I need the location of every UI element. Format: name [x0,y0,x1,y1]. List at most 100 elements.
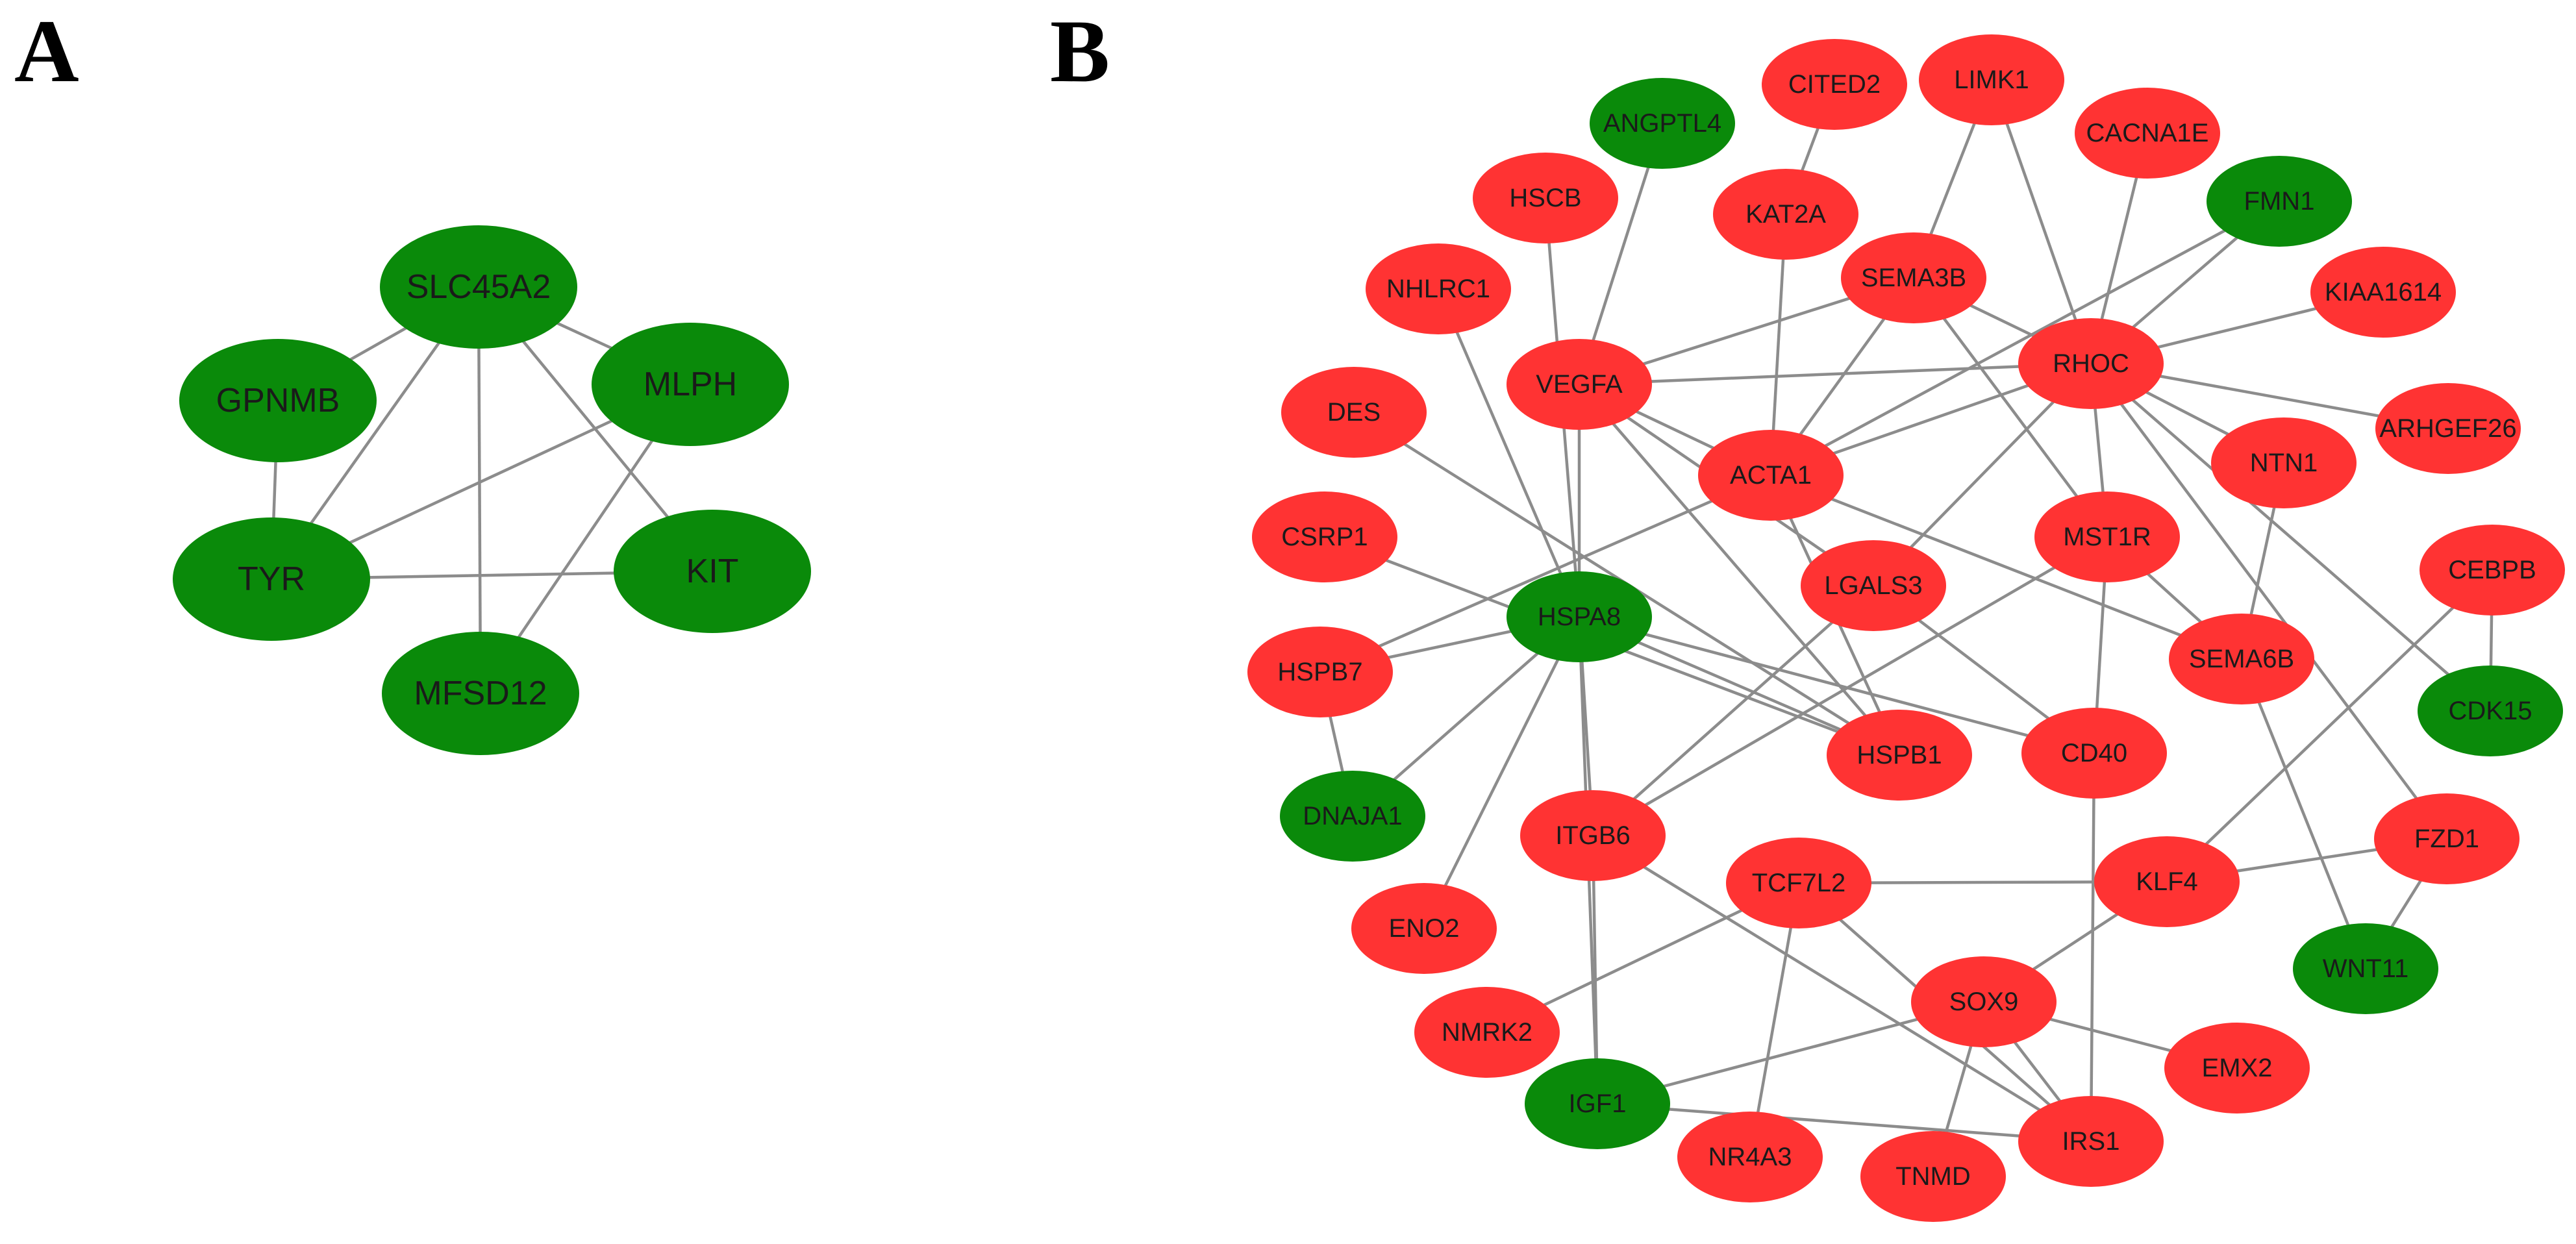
node-cd40: CD40 [2021,708,2167,799]
node-mst1r-label: MST1R [2063,523,2151,551]
node-rhoc-label: RHOC [2053,349,2129,378]
node-irs1-label: IRS1 [2062,1127,2120,1156]
node-mst1r-shape [2034,491,2180,582]
edge-acta1-hspb7 [1319,473,1771,674]
node-sema3b-label: SEMA3B [1861,264,1966,292]
node-mst1r: MST1R [2034,491,2180,582]
node-nhlrc1-label: NHLRC1 [1386,275,1490,303]
node-kat2a: KAT2A [1713,169,1858,260]
node-slc45a2-shape [380,225,577,349]
node-gpnmb-label: GPNMB [216,382,340,419]
node-nhlrc1: NHLRC1 [1366,243,1511,334]
node-fmn1: FMN1 [2207,156,2352,247]
node-dnaja1-shape [1280,771,1425,862]
node-cebpb: CEBPB [2420,525,2565,616]
node-itgb6-label: ITGB6 [1555,821,1631,850]
node-limk1-shape [1919,34,2064,125]
node-sema3b-shape [1841,232,1986,323]
node-limk1: LIMK1 [1919,34,2064,125]
node-mfsd12-label: MFSD12 [414,675,547,712]
node-tnmd-label: TNMD [1895,1162,1971,1191]
node-cited2-label: CITED2 [1788,70,1881,99]
node-irs1: IRS1 [2018,1096,2164,1187]
node-cited2-shape [1762,39,1907,130]
node-kit: KIT [614,510,811,633]
node-cebpb-shape [2420,525,2565,616]
node-gpnmb: GPNMB [179,339,377,462]
node-angptl4: ANGPTL4 [1590,78,1735,169]
node-klf4-shape [2094,836,2240,927]
node-hspa8-shape [1507,571,1652,662]
edge-vegfa-hspb1 [1578,383,1901,756]
node-rhoc-shape [2018,318,2164,409]
edge-igf1-irs1 [1597,1102,2092,1143]
node-angptl4-shape [1590,78,1735,169]
node-wnt11: WNT11 [2293,923,2438,1014]
node-cacna1e-label: CACNA1E [2086,119,2209,147]
node-hspb1: HSPB1 [1827,710,1972,801]
node-kat2a-shape [1713,169,1858,260]
node-sox9: SOX9 [1911,956,2057,1047]
node-kiaa1614-shape [2310,247,2456,338]
node-klf4: KLF4 [2094,836,2240,927]
node-dnaja1: DNAJA1 [1280,771,1425,862]
edge-rhoc-cdk15 [2090,362,2492,712]
node-hspa8: HSPA8 [1507,571,1652,662]
node-cdk15: CDK15 [2418,666,2563,756]
node-lgals3: LGALS3 [1801,540,1946,631]
node-lgals3-shape [1801,540,1946,631]
node-ntn1: NTN1 [2211,417,2357,508]
node-tyr-label: TYR [238,560,305,598]
node-hscb-label: HSCB [1509,184,1581,212]
node-limk1-label: LIMK1 [1954,66,2029,94]
node-slc45a2: SLC45A2 [380,225,577,349]
edge-limk1-rhoc [1990,79,2093,364]
node-mfsd12-shape [382,632,579,755]
node-tcf7l2-shape [1726,838,1871,928]
node-cacna1e: CACNA1E [2075,88,2220,179]
node-mlph: MLPH [592,323,789,446]
node-nmrk2: NMRK2 [1414,987,1560,1078]
node-csrp1-shape [1252,491,1397,582]
node-arhgef26-label: ARHGEF26 [2379,414,2516,443]
node-nr4a3-label: NR4A3 [1708,1143,1792,1171]
node-hspa8-label: HSPA8 [1538,603,1621,631]
edge-hspa8-cd40 [1579,615,2095,755]
node-nhlrc1-shape [1366,243,1511,334]
node-cdk15-shape [2418,666,2563,756]
node-acta1: ACTA1 [1698,430,1844,521]
node-kit-label: KIT [686,553,739,590]
node-fzd1-label: FZD1 [2414,825,2479,853]
node-tnmd-shape [1860,1131,2006,1222]
node-mlph-label: MLPH [644,366,737,403]
node-des-shape [1281,367,1427,458]
edge-acta1-sema6b [1770,473,2242,661]
node-vegfa: VEGFA [1507,339,1652,430]
node-fmn1-shape [2207,156,2352,247]
node-hspb1-shape [1827,710,1972,801]
edge-vegfa-rhoc [1579,362,2092,386]
node-des-label: DES [1327,398,1381,427]
node-cacna1e-shape [2075,88,2220,179]
node-sox9-shape [1911,956,2057,1047]
node-kiaa1614: KIAA1614 [2310,247,2456,338]
node-kit-shape [614,510,811,633]
edge-lgals3-itgb6 [1592,584,1875,837]
node-fzd1-shape [2374,793,2520,884]
node-ntn1-label: NTN1 [2250,449,2318,477]
node-ntn1-shape [2211,417,2357,508]
node-igf1: IGF1 [1525,1058,1670,1149]
edge-cd40-irs1 [2089,753,2096,1142]
node-hspb7-label: HSPB7 [1277,658,1362,686]
node-sox9-label: SOX9 [1949,988,2019,1016]
node-tcf7l2-label: TCF7L2 [1752,869,1846,897]
node-tnmd: TNMD [1860,1131,2006,1222]
edge-slc45a2-mfsd12 [477,286,482,694]
edge-cebpb-klf4 [2166,569,2494,883]
node-hscb: HSCB [1473,153,1618,243]
edge-sema3b-mst1r [1912,277,2108,538]
node-cited2: CITED2 [1762,39,1907,130]
